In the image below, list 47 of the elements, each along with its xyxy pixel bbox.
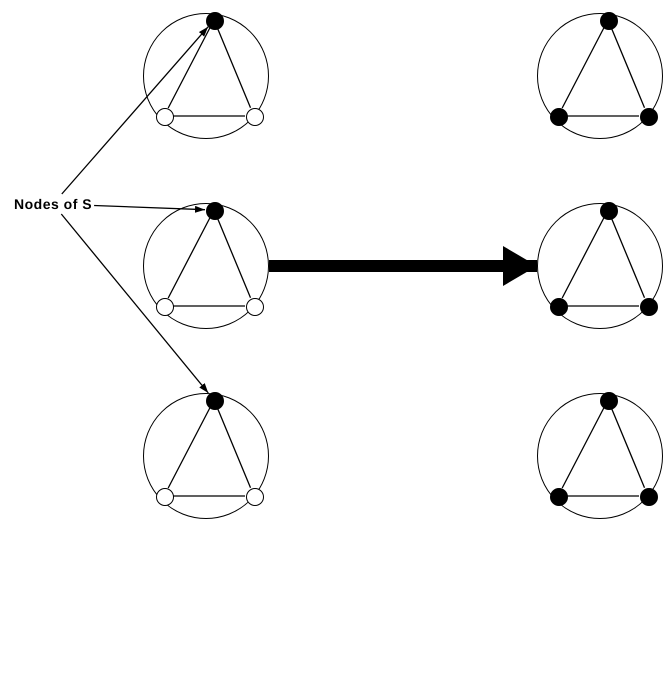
filled-vertex	[550, 488, 568, 506]
filled-vertex	[600, 392, 618, 410]
graph-edge	[216, 408, 252, 488]
graph-edge	[173, 115, 245, 117]
graph-edge	[173, 305, 245, 307]
enclosing-circle	[537, 13, 663, 139]
empty-vertex	[246, 488, 264, 506]
enclosing-circle	[537, 203, 663, 329]
graph-edge	[610, 218, 646, 298]
arrow	[61, 26, 209, 194]
filled-vertex	[640, 108, 658, 126]
graph-edge	[168, 28, 210, 108]
empty-vertex	[246, 298, 264, 316]
arrow	[94, 204, 206, 213]
graph-edge	[173, 495, 245, 497]
arrow	[60, 214, 209, 394]
empty-vertex	[156, 108, 174, 126]
filled-vertex	[640, 298, 658, 316]
graph-edge	[610, 28, 646, 108]
empty-vertex	[246, 108, 264, 126]
filled-vertex	[206, 12, 224, 30]
graph-edge	[216, 28, 252, 108]
filled-vertex	[550, 108, 568, 126]
enclosing-circle	[143, 393, 269, 519]
filled-vertex	[640, 488, 658, 506]
enclosing-circle	[143, 203, 269, 329]
graph-edge	[216, 218, 252, 298]
enclosing-circle	[537, 393, 663, 519]
graph-edge	[567, 495, 639, 497]
graph-edge	[567, 305, 639, 307]
graph-edge	[168, 408, 210, 488]
thick-arrow	[269, 246, 537, 286]
filled-vertex	[550, 298, 568, 316]
graph-edge	[168, 218, 210, 298]
enclosing-circle	[143, 13, 269, 139]
graph-edge	[562, 28, 604, 108]
graph-edge	[562, 218, 604, 298]
empty-vertex	[156, 298, 174, 316]
graph-edge	[562, 408, 604, 488]
graph-edge	[610, 408, 646, 488]
filled-vertex	[600, 202, 618, 220]
empty-vertex	[156, 488, 174, 506]
graph-edge	[567, 115, 639, 117]
filled-vertex	[206, 392, 224, 410]
callout-text: Nodes of S	[14, 196, 92, 212]
filled-vertex	[600, 12, 618, 30]
filled-vertex	[206, 202, 224, 220]
